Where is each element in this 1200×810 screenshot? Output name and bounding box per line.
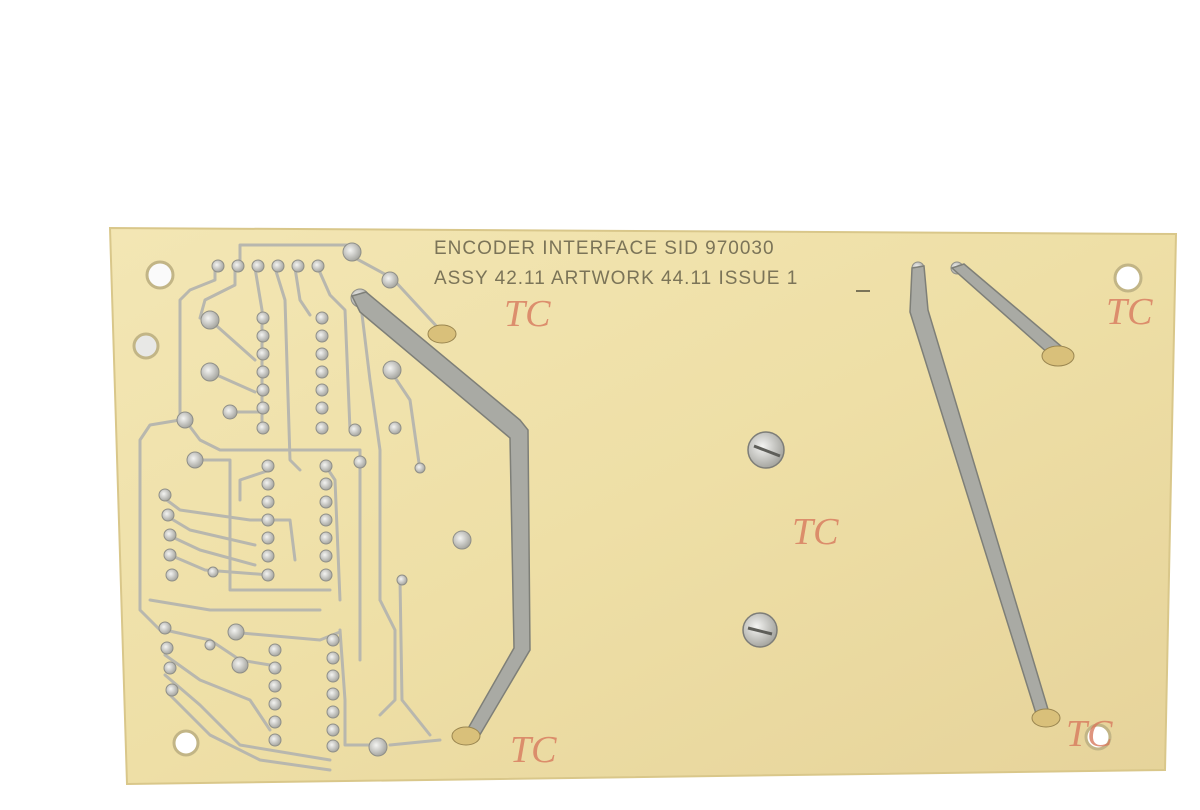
tc-mark: TC xyxy=(504,293,551,335)
tc-mark: TC xyxy=(1066,713,1113,755)
screw-heads xyxy=(742,431,785,648)
circuit-board xyxy=(108,226,1178,786)
solder-joints xyxy=(427,324,1075,746)
tc-mark: TC xyxy=(1106,291,1153,333)
mounting-holes xyxy=(132,260,1143,757)
tc-mark: TC xyxy=(792,511,839,553)
board-assy-silkscreen: ASSY 42.11 ARTWORK 44.11 ISSUE 1 xyxy=(434,268,799,289)
tc-mark: TC xyxy=(510,729,557,771)
board-title-silkscreen: ENCODER INTERFACE SID 970030 xyxy=(434,238,775,259)
ic-pads xyxy=(158,259,340,753)
